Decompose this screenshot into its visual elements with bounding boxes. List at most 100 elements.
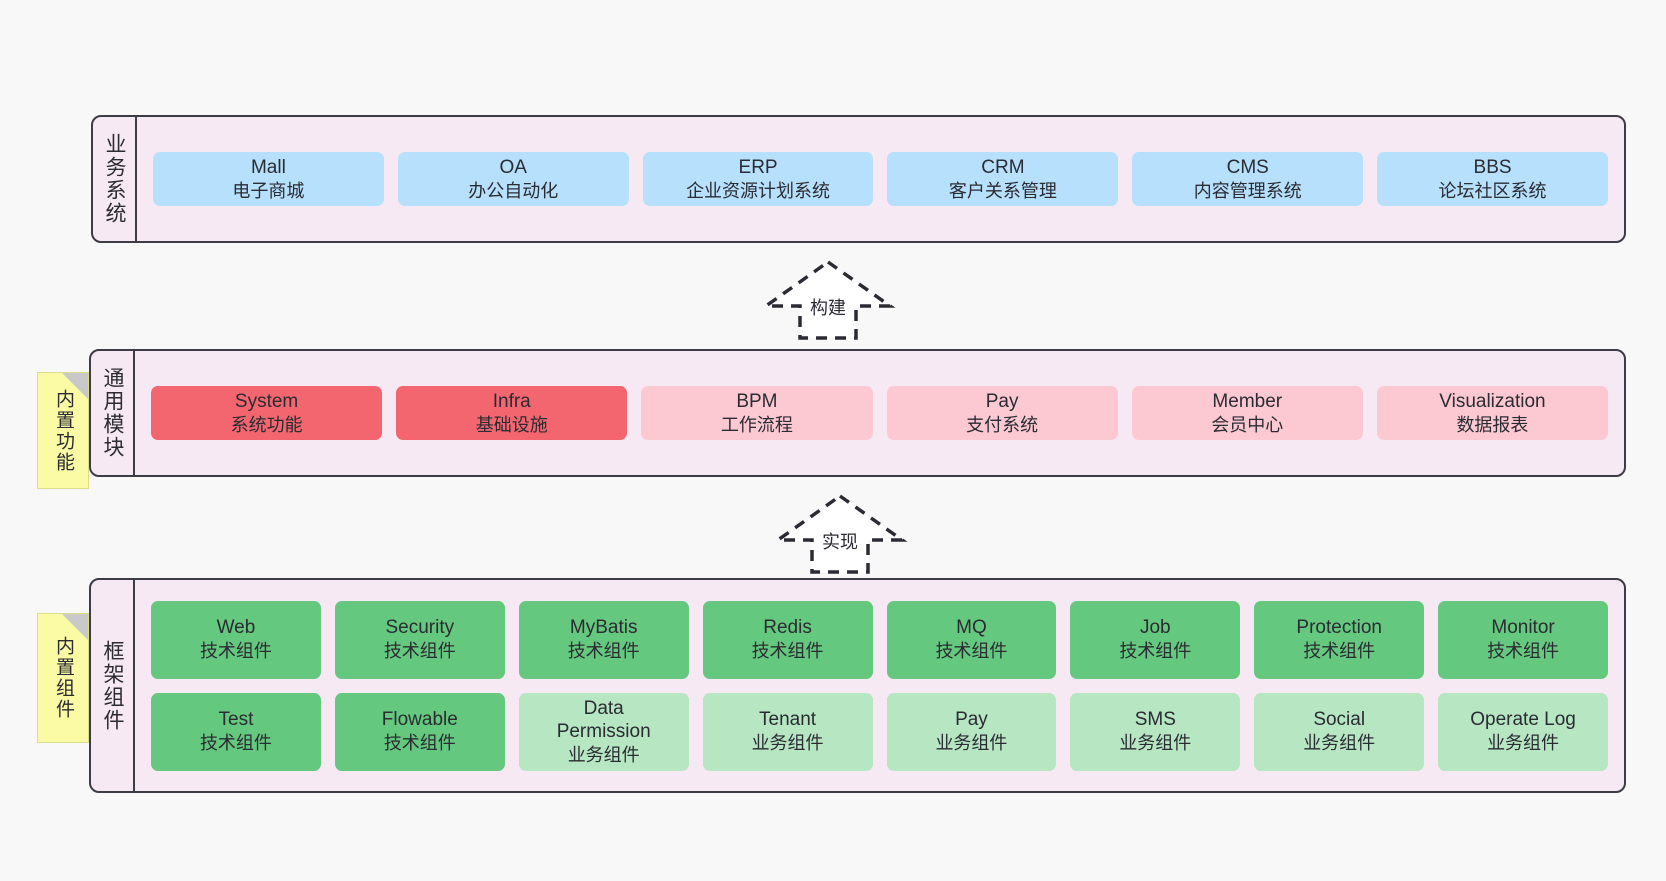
card-row: System 系统功能 Infra 基础设施 BPM 工作流程 Pay 支付系统…: [151, 385, 1609, 441]
card-subtitle: 业务组件: [935, 733, 1008, 754]
layer-body-common-module: System 系统功能 Infra 基础设施 BPM 工作流程 Pay 支付系统…: [135, 351, 1624, 475]
layer-caption-label: 通用模块: [101, 367, 125, 459]
card-bbs[interactable]: BBS 论坛社区系统: [1377, 151, 1608, 207]
card-subtitle: 业务组件: [567, 745, 640, 765]
card-subtitle: 业务组件: [1119, 733, 1192, 754]
card-system[interactable]: System 系统功能: [151, 385, 383, 441]
card-subtitle: 支付系统: [966, 414, 1039, 435]
card-subtitle: 技术组件: [199, 733, 272, 754]
card-web[interactable]: Web 技术组件: [151, 600, 321, 679]
layer-body-framework-component: Web 技术组件 Security 技术组件 MyBatis 技术组件 Redi…: [135, 580, 1624, 791]
layer-body-business-system: Mall 电子商城 OA 办公自动化 ERP 企业资源计划系统 CRM 客户关系…: [137, 117, 1624, 241]
card-subtitle: 内容管理系统: [1193, 180, 1302, 201]
connector-implement: 实现: [772, 492, 908, 576]
card-subtitle: 工作流程: [720, 414, 793, 435]
card-subtitle: 办公自动化: [468, 180, 559, 201]
card-subtitle: 技术组件: [935, 641, 1008, 662]
note-label: 内置功能: [52, 388, 74, 473]
card-visualization[interactable]: Visualization 数据报表: [1376, 385, 1609, 441]
card-mall[interactable]: Mall 电子商城: [153, 151, 384, 207]
card-title: Pay: [985, 390, 1019, 412]
card-mybatis[interactable]: MyBatis 技术组件: [518, 600, 689, 679]
card-erp[interactable]: ERP 企业资源计划系统: [642, 151, 874, 207]
card-title: Member: [1212, 390, 1283, 412]
card-title: MyBatis: [569, 617, 638, 639]
card-title: Visualization: [1439, 390, 1546, 412]
card-title: Tenant: [759, 709, 817, 731]
card-operate-log[interactable]: Operate Log 业务组件: [1438, 692, 1608, 771]
card-redis[interactable]: Redis 技术组件: [702, 600, 873, 679]
note-label: 内置组件: [52, 636, 74, 720]
card-subtitle: 系统功能: [230, 414, 303, 435]
card-cms[interactable]: CMS 内容管理系统: [1132, 151, 1364, 207]
card-bpm[interactable]: BPM 工作流程: [641, 385, 873, 441]
card-title: Pay: [955, 709, 988, 731]
implement-arrow-icon: [772, 493, 908, 574]
card-subtitle: 技术组件: [751, 641, 824, 662]
card-security[interactable]: Security 技术组件: [334, 600, 505, 679]
note-fold-corner: [62, 614, 88, 640]
card-title: Flowable: [381, 709, 458, 731]
card-title: CMS: [1226, 156, 1269, 178]
card-title: BBS: [1473, 156, 1512, 178]
layer-business-system: 业务系统 Mall 电子商城 OA 办公自动化 ERP 企业资源计划系统 CRM…: [91, 115, 1626, 243]
card-subtitle: 电子商城: [232, 180, 305, 201]
card-test[interactable]: Test 技术组件: [151, 692, 321, 771]
card-title: OA: [499, 156, 527, 178]
card-subtitle: 技术组件: [1303, 641, 1376, 662]
card-subtitle: 会员中心: [1211, 414, 1284, 435]
card-subtitle: 论坛社区系统: [1438, 180, 1547, 201]
card-subtitle: 数据报表: [1456, 414, 1529, 435]
card-subtitle: 客户关系管理: [948, 180, 1057, 201]
card-title: Operate Log: [1470, 709, 1576, 731]
card-monitor[interactable]: Monitor 技术组件: [1438, 600, 1608, 679]
card-title: Monitor: [1491, 617, 1555, 639]
layer-caption-label: 框架组件: [101, 639, 125, 732]
card-row: Test 技术组件 Flowable 技术组件 Data Permission …: [151, 692, 1608, 771]
card-title: System: [234, 390, 299, 412]
card-subtitle: 技术组件: [383, 733, 456, 754]
card-job[interactable]: Job 技术组件: [1070, 600, 1241, 679]
card-title: SMS: [1134, 709, 1176, 731]
card-infra[interactable]: Infra 基础设施: [396, 385, 628, 441]
card-data-permission[interactable]: Data Permission 业务组件: [518, 692, 689, 771]
card-subtitle: 基础设施: [475, 414, 548, 435]
card-social[interactable]: Social 业务组件: [1254, 692, 1425, 771]
card-title: Social: [1313, 709, 1366, 731]
card-title: Infra: [492, 390, 531, 412]
card-tenant[interactable]: Tenant 业务组件: [702, 692, 873, 771]
card-subtitle: 技术组件: [383, 641, 456, 662]
connector-build: 构建: [760, 258, 896, 342]
card-oa[interactable]: OA 办公自动化: [397, 151, 629, 207]
card-subtitle: 技术组件: [1119, 641, 1192, 662]
card-subtitle: 技术组件: [199, 641, 272, 662]
card-sms[interactable]: SMS 业务组件: [1070, 692, 1241, 771]
card-title: Redis: [763, 617, 812, 639]
layer-caption-framework-component: 框架组件: [91, 580, 135, 791]
card-subtitle: 业务组件: [1303, 733, 1376, 754]
card-subtitle: 企业资源计划系统: [686, 180, 831, 201]
layer-framework-component: 框架组件 Web 技术组件 Security 技术组件 MyBatis 技术组件…: [89, 578, 1626, 793]
card-pay[interactable]: Pay 支付系统: [886, 385, 1118, 441]
card-title: Web: [216, 617, 256, 639]
card-title: BPM: [736, 390, 778, 412]
card-subtitle: 技术组件: [567, 641, 640, 662]
card-member[interactable]: Member 会员中心: [1131, 385, 1363, 441]
card-subtitle: 业务组件: [1487, 733, 1560, 754]
layer-common-module: 通用模块 System 系统功能 Infra 基础设施 BPM 工作流程 Pay…: [89, 349, 1626, 477]
card-title: Test: [218, 709, 254, 731]
card-title: Data Permission: [556, 697, 651, 743]
card-title: MQ: [956, 617, 987, 639]
card-protection[interactable]: Protection 技术组件: [1254, 600, 1425, 679]
card-title: Job: [1139, 617, 1171, 639]
card-mq[interactable]: MQ 技术组件: [886, 600, 1057, 679]
card-crm[interactable]: CRM 客户关系管理: [887, 151, 1119, 207]
layer-caption-label: 业务系统: [103, 133, 127, 225]
card-title: CRM: [981, 156, 1025, 178]
card-row: Web 技术组件 Security 技术组件 MyBatis 技术组件 Redi…: [151, 600, 1608, 679]
card-subtitle: 业务组件: [751, 733, 824, 754]
card-pay-business[interactable]: Pay 业务组件: [886, 692, 1057, 771]
note-fold-corner: [62, 373, 88, 399]
card-flowable[interactable]: Flowable 技术组件: [334, 692, 505, 771]
layer-caption-business-system: 业务系统: [93, 117, 137, 241]
